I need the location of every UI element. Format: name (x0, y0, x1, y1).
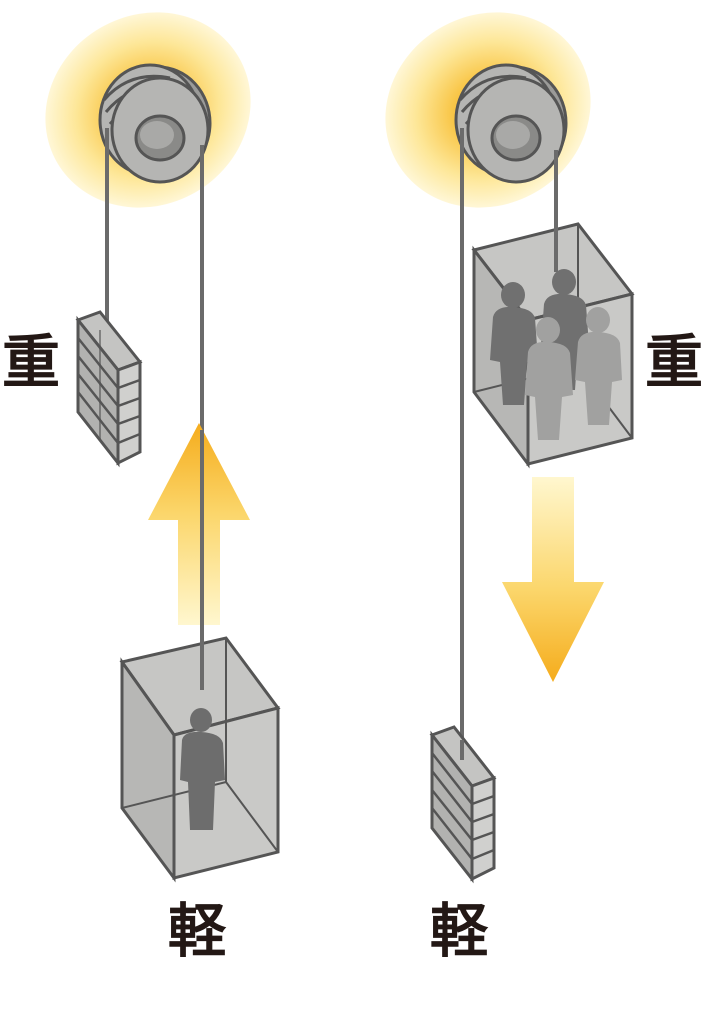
person-icon (180, 708, 225, 830)
right-elevator-car (471, 222, 635, 469)
right-counterweight-light-label: 軽 (430, 897, 489, 965)
down-arrow-icon (502, 477, 604, 682)
right-car-heavy-label: 重 (645, 328, 704, 396)
left-counterweight-heavy-label: 重 (2, 328, 61, 396)
left-pulley-icon (98, 63, 212, 184)
right-counterweight (429, 725, 497, 884)
left-car-light-label: 軽 (168, 897, 227, 965)
right-pulley-icon (454, 63, 568, 184)
left-elevator-car (119, 636, 281, 883)
left-counterweight (75, 310, 143, 468)
right-scene (385, 12, 635, 884)
left-scene (45, 12, 281, 883)
people-group-icon (490, 269, 622, 440)
up-arrow-icon (148, 423, 250, 625)
